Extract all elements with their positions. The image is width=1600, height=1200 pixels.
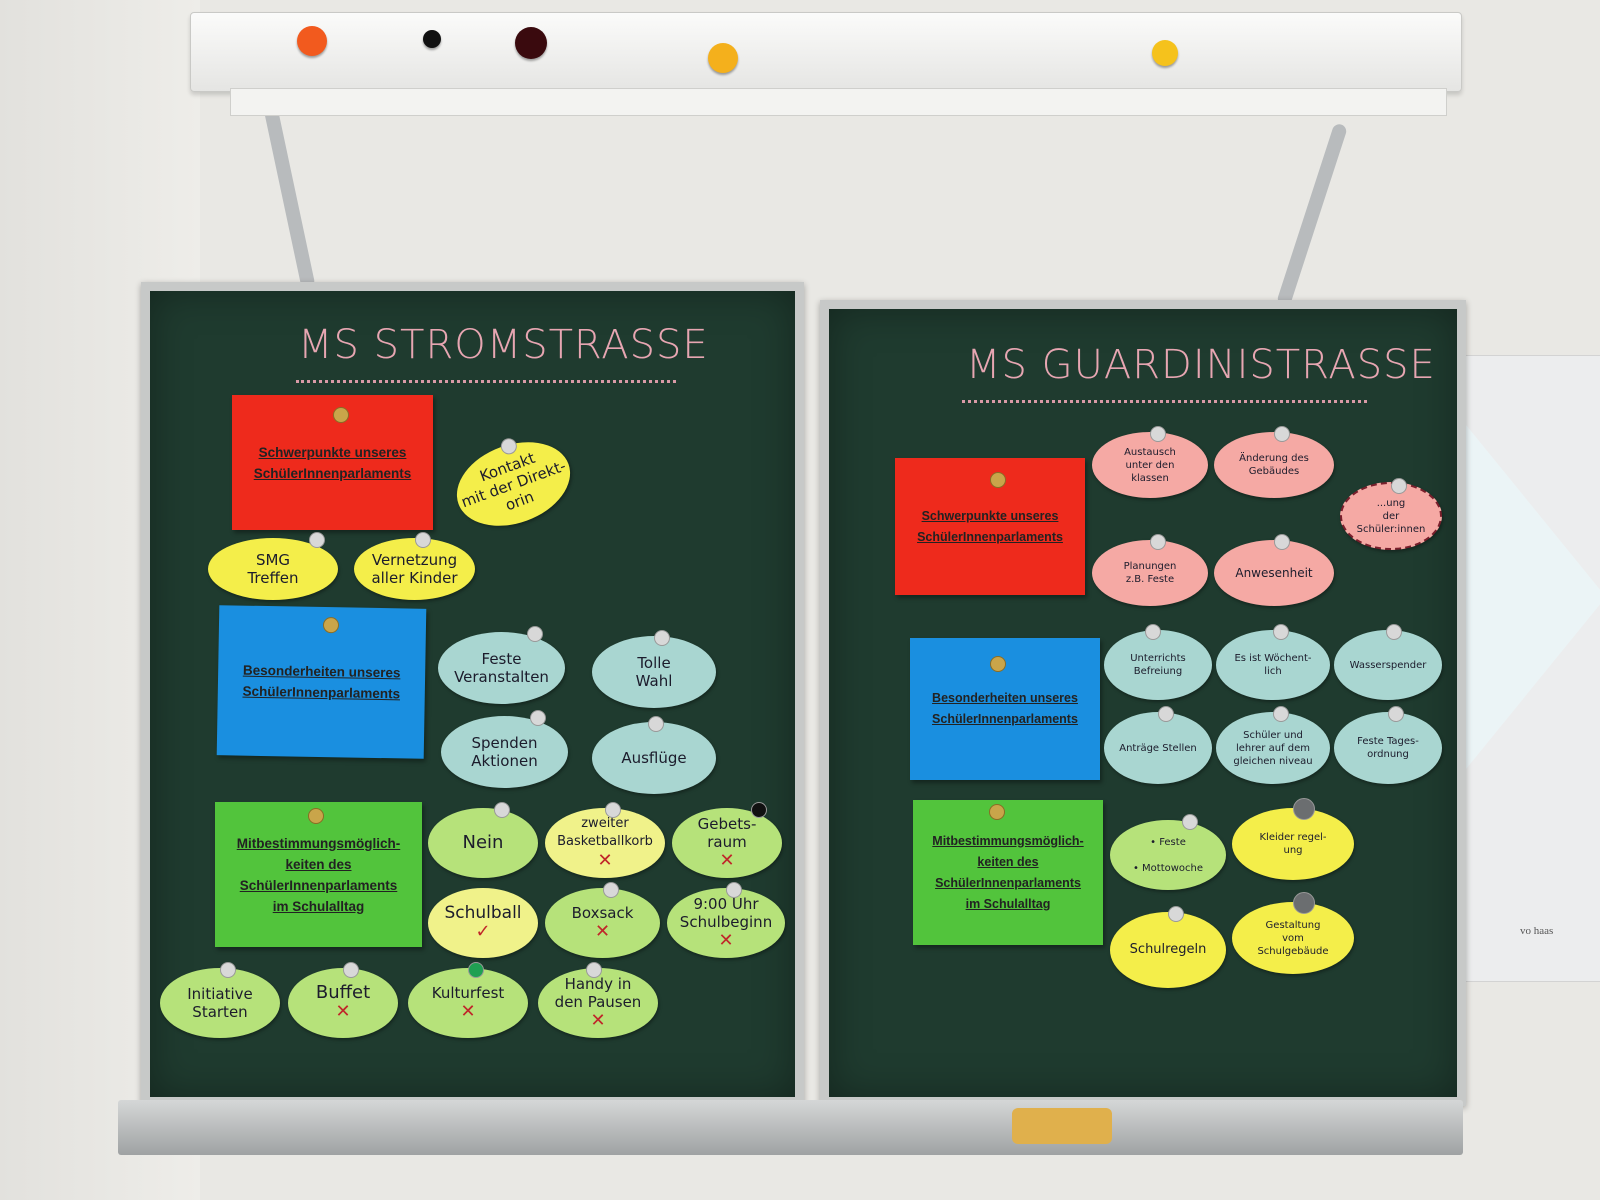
note-festivals: Feste Veranstalten [438,626,565,704]
note-no: Nein [428,802,538,878]
note-submit-requests: Anträge Stellen [1104,706,1212,784]
chalk-tray [118,1100,1463,1155]
note-phone-breaks: Handy in den Pausen✕ [538,962,658,1038]
note-equal-level: Schüler und lehrer auf dem gleichen nive… [1216,706,1330,784]
board-sponge [1012,1108,1112,1144]
note-prayer-room: Gebets- raum✕ [672,802,782,878]
note-punching-bag: Boxsack✕ [545,882,660,958]
note-festivals-theme-week: • Feste • Mottowoche [1110,814,1226,890]
note-planning-festivals: Planungen z.B. Feste [1092,534,1208,606]
note-buffet: Buffet✕ [288,962,398,1038]
note-water-dispenser: Wasserspender [1334,624,1442,700]
note-take-initiative: Initiative Starten [160,962,280,1038]
section-card-features-right: Besonderheiten unseres SchülerInnenparla… [910,638,1100,780]
note-class-exchange: Austausch unter den klassen [1092,426,1208,498]
magnet [423,30,441,48]
note-second-basketball-hoop: zweiter Basketballkorb✕ [545,802,665,878]
note-students: ...ung der Schüler:innen [1340,478,1442,550]
note-culture-festival: Kulturfest✕ [408,962,528,1038]
note-building-design: Gestaltung vom Schulgebäude [1232,892,1354,974]
projector-screen-bar [230,88,1447,116]
section-card-participation-right: Mitbestimmungsmöglich- keiten des Schüle… [913,800,1103,945]
projector-screen-housing [190,12,1462,92]
note-school-start-9am: 9:00 Uhr Schulbeginn✕ [667,882,785,958]
board-title-right: MS GUARDINISTRASSE [966,342,1436,388]
note-networking: Vernetzung aller Kinder [354,532,475,600]
note-school-ball: Schulball✓ [428,888,538,958]
note-school-rules: Schulregeln [1110,906,1226,988]
note-fixed-agenda: Feste Tages- ordnung [1334,706,1442,784]
note-attendance: Anwesenheit [1214,534,1334,606]
note-smg-meetings: SMG Treffen [208,532,338,600]
note-dress-code: Kleider regel- ung [1232,798,1354,880]
board-support-arm [1275,122,1349,308]
note-class-exemption: Unterrichts Befreiung [1104,624,1212,700]
note-excursions: Ausflüge [592,716,716,794]
board-title-left: MS STROMSTRASSE [298,322,709,368]
magnet [515,27,547,59]
note-charity: Spenden Aktionen [441,710,568,788]
chalk-underline [296,370,676,383]
magnet [1152,40,1178,66]
section-card-participation: Mitbestimmungsmöglich- keiten des Schüle… [215,802,422,947]
board-support-arm [262,100,316,290]
chalk-underline [962,390,1367,403]
magnet [297,26,327,56]
magnet [708,43,738,73]
note-building-changes: Änderung des Gebäudes [1214,426,1334,498]
section-card-focus: Schwerpunkte unseres SchülerInnenparlame… [232,395,433,530]
note-great-election: Tolle Wahl [592,630,716,708]
section-card-focus-right: Schwerpunkte unseres SchülerInnenparlame… [895,458,1085,595]
section-card-features: Besonderheiten unseres SchülerInnenparla… [216,605,427,759]
note-weekly: Es ist Wöchent- lich [1216,624,1330,700]
brand-label: vo haas [1520,925,1554,937]
